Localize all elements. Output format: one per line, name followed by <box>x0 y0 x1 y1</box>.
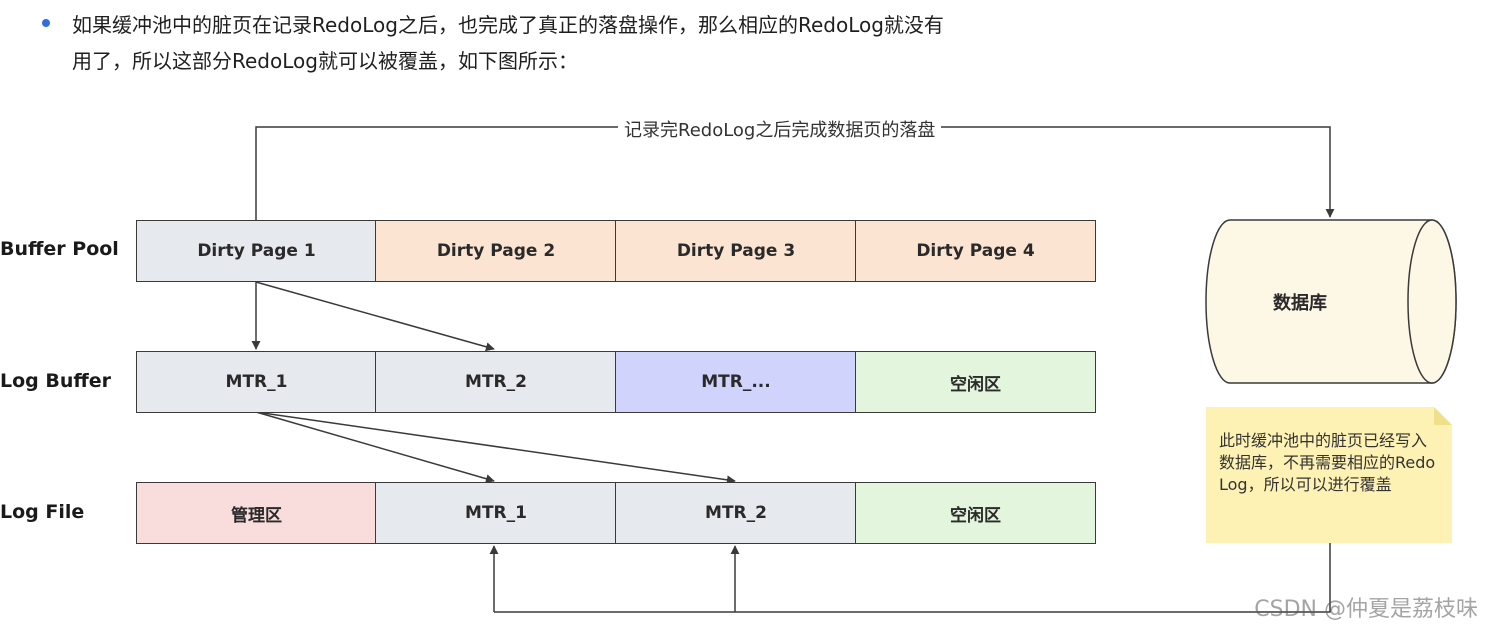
log-buffer-cell-4: 空闲区 <box>855 351 1096 413</box>
watermark: CSDN @仲夏是荔枝味 <box>1254 597 1478 622</box>
arrow-page1-to-mtr2 <box>255 281 495 352</box>
arrow-buffer-to-file-mtr1 <box>255 411 495 484</box>
log-file-cell-4: 空闲区 <box>855 482 1096 544</box>
buffer-cell-1: Dirty Page 1 <box>136 220 377 282</box>
log-file-cell-3: MTR_2 <box>615 482 857 544</box>
intro-line-2: 用了，所以这部分RedoLog就可以被覆盖，如下图所示： <box>72 49 578 73</box>
log-buffer-cell-2: MTR_2 <box>375 351 617 413</box>
sticky-note-text: 此时缓冲池中的脏页已经写入数据库，不再需要相应的RedoLog，所以可以进行覆盖 <box>1219 431 1436 494</box>
intro-line-1: 如果缓冲池中的脏页在记录RedoLog之后，也完成了真正的落盘操作，那么相应的R… <box>72 13 944 37</box>
buffer-cell-2: Dirty Page 2 <box>375 220 617 282</box>
log-buffer-cell-3: MTR_... <box>615 351 857 413</box>
bullet-dot-icon <box>42 19 50 27</box>
log-file-cell-1: 管理区 <box>136 482 377 544</box>
sticky-note-shape <box>1206 407 1452 543</box>
row-label-log-buffer: Log Buffer <box>0 370 112 392</box>
overwrite-line <box>494 543 1331 613</box>
buffer-cell-3: Dirty Page 3 <box>615 220 857 282</box>
log-file-cell-2: MTR_1 <box>375 482 617 544</box>
buffer-cell-4: Dirty Page 4 <box>855 220 1096 282</box>
flow-label: 记录完RedoLog之后完成数据页的落盘 <box>618 116 942 142</box>
row-label-log-file: Log File <box>0 501 85 523</box>
arrow-buffer-to-file-mtr2 <box>255 411 736 485</box>
database-label: 数据库 <box>1273 293 1327 314</box>
database-cylinder-icon <box>1205 219 1457 384</box>
log-buffer-cell-1: MTR_1 <box>136 351 377 413</box>
row-label-buffer-pool: Buffer Pool <box>0 238 119 260</box>
